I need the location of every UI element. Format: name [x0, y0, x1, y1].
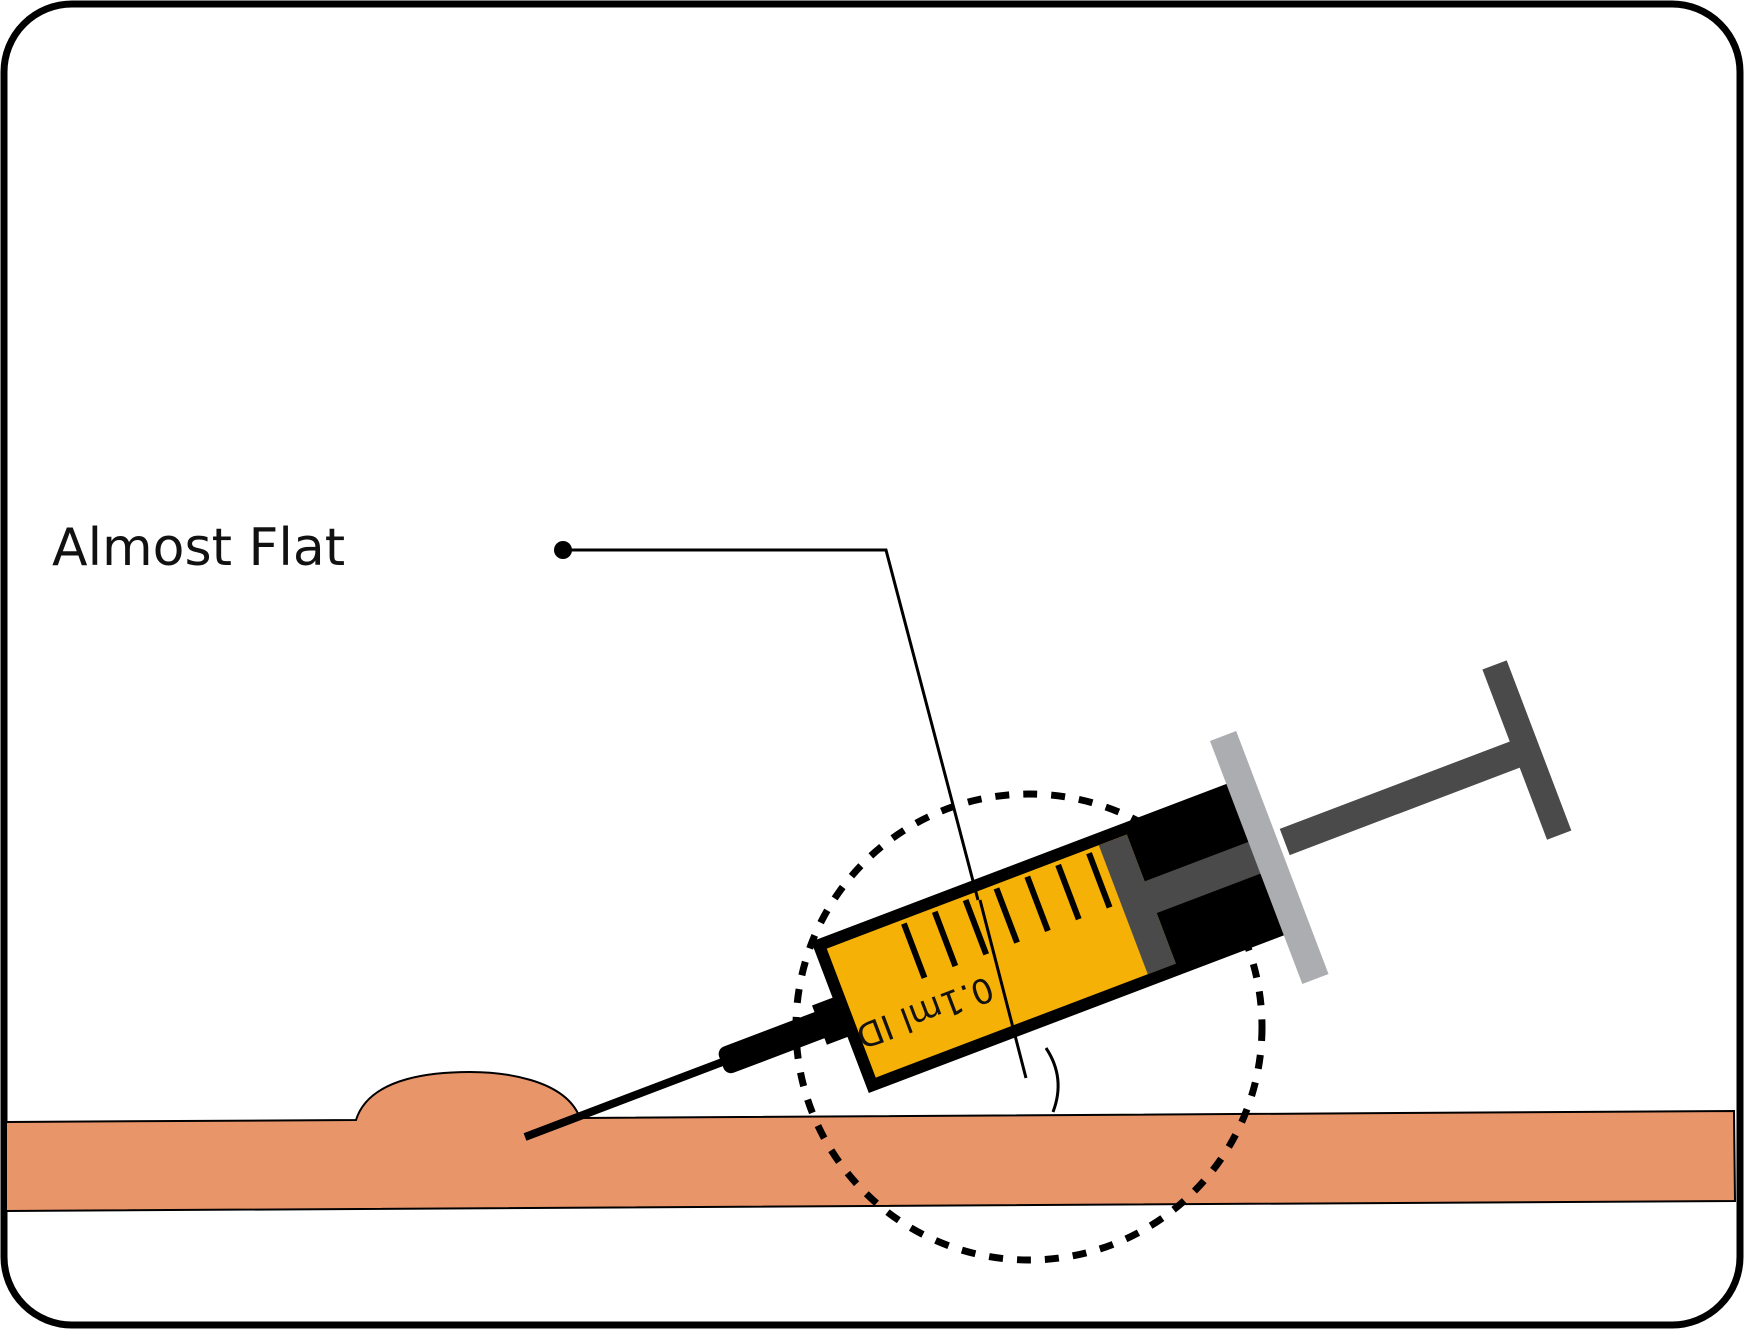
finger-flange	[1210, 730, 1329, 984]
plunger-rod-inner	[1144, 840, 1265, 914]
graduation-mark	[1024, 875, 1051, 932]
graduation-mark	[1086, 852, 1113, 909]
graduation-mark	[962, 899, 989, 956]
callout-dot	[554, 541, 572, 559]
graduation-mark	[901, 922, 928, 979]
graduation-mark	[931, 910, 959, 968]
callout-leader	[563, 548, 980, 901]
graduation-mark	[993, 887, 1020, 944]
callout-label: Almost Flat	[52, 518, 345, 578]
syringe-needle	[523, 1055, 733, 1141]
plunger-rod	[1279, 740, 1524, 856]
angle-arc	[1044, 1047, 1060, 1113]
graduation-marks	[901, 852, 1113, 979]
skin-layer	[5, 1070, 1737, 1213]
needle-hub	[718, 1010, 832, 1074]
plunger-stopper	[1098, 834, 1176, 975]
graduation-mark	[1055, 863, 1082, 921]
angle-reference-line	[978, 899, 1028, 1079]
plunger-thumb-rest	[1482, 660, 1572, 840]
syringe: 0.1ml ID	[523, 660, 1572, 1141]
